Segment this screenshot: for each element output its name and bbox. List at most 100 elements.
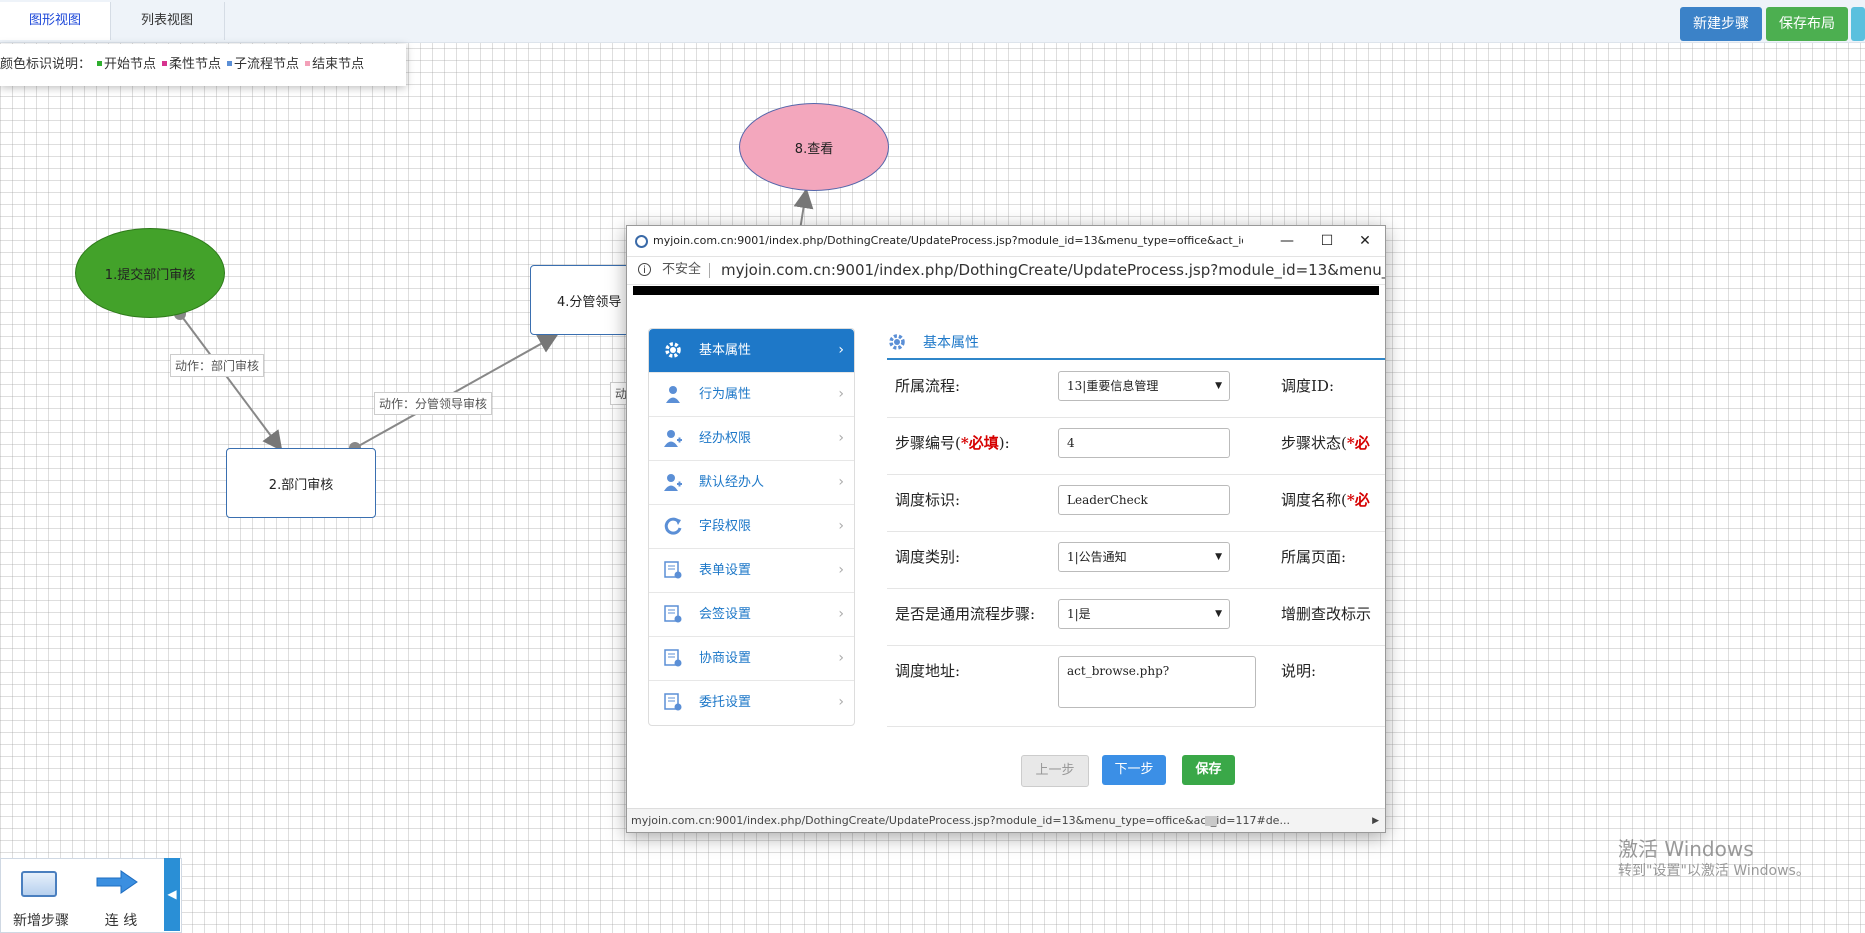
info-icon[interactable]: i [638, 263, 651, 276]
menu-item-delegate[interactable]: 委托设置› [649, 681, 854, 724]
popup-browser-window: myjoin.com.cn:9001/index.php/DothingCrea… [626, 225, 1386, 833]
dispatch-address-textarea[interactable]: act_browse.php? [1058, 656, 1256, 708]
connect-label: 连 线 [104, 913, 138, 929]
form-row: 步骤编号(*必填): 4 步骤状态(*必 [887, 418, 1385, 475]
dropdown-arrow-icon: ▼ [1215, 609, 1222, 619]
dispatch-tag-input[interactable]: LeaderCheck [1058, 485, 1230, 515]
menu-item-basic[interactable]: 基本属性› [649, 329, 854, 373]
new-step-button[interactable]: 新建步骤 [1680, 7, 1762, 41]
menu-label: 行为属性 [699, 387, 752, 402]
chevron-right-icon: › [838, 386, 844, 402]
chevron-right-icon: › [838, 342, 844, 358]
dispatch-type-label: 调度类别: [895, 548, 961, 566]
connect-tool[interactable]: 连 线 [81, 859, 161, 932]
edge-to-8[interactable] [793, 188, 814, 231]
window-titlebar: myjoin.com.cn:9001/index.php/DothingCrea… [627, 226, 1385, 257]
legend-prefix: 颜色标识说明： [0, 57, 92, 72]
form-row: 调度标识: LeaderCheck 调度名称(*必 [887, 475, 1385, 532]
step-status-label: 步骤状态(*必 [1281, 432, 1370, 453]
menu-item-countersign[interactable]: 会签设置› [649, 593, 854, 637]
flow-select[interactable]: 13|重要信息管理 ▼ [1058, 371, 1230, 401]
input-value: LeaderCheck [1067, 493, 1148, 507]
form-settings-icon [663, 648, 683, 668]
select-value: 1|是 [1067, 607, 1091, 621]
form-settings-icon [663, 604, 683, 624]
toolbox-collapse-toggle[interactable]: ◀ [164, 858, 180, 931]
close-icon[interactable]: ✕ [1359, 233, 1371, 249]
watermark-subtitle: 转到"设置"以激活 Windows。 [1618, 863, 1810, 879]
select-value: 1|公告通知 [1067, 550, 1127, 564]
menu-item-form-settings[interactable]: 表单设置› [649, 549, 854, 593]
color-legend: 颜色标识说明：开始节点柔性节点子流程节点结束节点 [0, 44, 406, 86]
label-text: 步骤编号( [895, 434, 961, 452]
legend-start: 开始节点 [104, 57, 157, 72]
menu-item-handle-permission[interactable]: 经办权限› [649, 417, 854, 461]
add-step-tool[interactable]: 新增步骤 [1, 859, 81, 932]
dropdown-arrow-icon: ▼ [1215, 381, 1222, 391]
menu-item-field-permission[interactable]: 字段权限› [649, 505, 854, 549]
scroll-right-icon[interactable]: ▶ [1372, 816, 1379, 826]
address-bar[interactable]: i 不安全 myjoin.com.cn:9001/index.php/Dothi… [627, 256, 1385, 285]
tab-graph-view[interactable]: 图形视图 [0, 2, 111, 40]
menu-label: 协商设置 [699, 651, 752, 666]
common-step-select[interactable]: 1|是 ▼ [1058, 599, 1230, 629]
required-mark: *必填 [960, 434, 999, 452]
maximize-icon[interactable]: ☐ [1320, 233, 1334, 249]
flow-label: 所属流程: [895, 377, 961, 395]
common-step-label: 是否是通用流程步骤: [895, 605, 1036, 623]
dispatch-address-label: 调度地址: [895, 662, 961, 680]
menu-item-behavior[interactable]: 行为属性 › [649, 373, 854, 417]
step-number-label: 步骤编号(*必填): [895, 432, 1010, 453]
arrow-icon [96, 870, 138, 894]
address-url[interactable]: myjoin.com.cn:9001/index.php/DothingCrea… [721, 261, 1385, 279]
section-header: 基本属性 [887, 328, 1385, 360]
section-title: 基本属性 [923, 335, 979, 351]
form-settings-icon [663, 560, 683, 580]
chevron-right-icon: › [838, 562, 844, 578]
select-value: 13|重要信息管理 [1067, 379, 1159, 393]
form-settings-icon [663, 692, 683, 712]
page-top-bar [633, 286, 1379, 295]
dispatch-type-select[interactable]: 1|公告通知▼ [1058, 542, 1230, 572]
crud-flag-label: 增删查改标示 [1281, 605, 1372, 623]
watermark-title: 激活 Windows [1618, 837, 1754, 861]
form-row: 调度地址: act_browse.php? 说明: [887, 646, 1385, 727]
legend-flexible: 柔性节点 [169, 57, 222, 72]
page-label: 所属页面: [1281, 548, 1347, 566]
required-mark: *必 [1346, 491, 1370, 509]
window-title: myjoin.com.cn:9001/index.php/DothingCrea… [653, 234, 1243, 247]
menu-item-negotiation[interactable]: 协商设置› [649, 637, 854, 681]
chevron-right-icon: › [838, 606, 844, 622]
edge-1-to-2[interactable] [179, 313, 283, 452]
node-label: 8.查看 [794, 141, 834, 157]
textarea-value: act_browse.php? [1067, 664, 1170, 678]
next-step-button[interactable]: 下一步 [1102, 755, 1166, 785]
save-button[interactable]: 保存 [1182, 755, 1235, 785]
node-end-view[interactable]: 8.查看 [739, 103, 889, 191]
node-leader-review[interactable]: 4.分管领导 [530, 265, 640, 335]
node-label: 4.分管领导 [557, 294, 622, 310]
legend-swatch-end [305, 61, 311, 66]
menu-label: 委托设置 [699, 695, 752, 710]
legend-subflow: 子流程节点 [234, 57, 300, 72]
menu-item-default-handler[interactable]: 默认经办人› [649, 461, 854, 505]
step-number-input[interactable]: 4 [1058, 428, 1230, 458]
scrollbar-thumb[interactable] [1205, 816, 1217, 826]
edge-label-dept: 动作：部门审核 [170, 354, 265, 377]
form-row: 是否是通用流程步骤: 1|是 ▼ 增删查改标示 [887, 589, 1385, 646]
extra-button[interactable] [1851, 7, 1865, 41]
save-layout-button[interactable]: 保存布局 [1766, 7, 1848, 41]
tab-list-view[interactable]: 列表视图 [110, 2, 225, 40]
status-url: myjoin.com.cn:9001/index.php/DothingCrea… [631, 814, 1290, 827]
minimize-icon[interactable]: — [1280, 233, 1294, 249]
legend-swatch-subflow [227, 61, 233, 66]
chevron-right-icon: › [838, 430, 844, 446]
node-start-submit[interactable]: 1.提交部门审核 [75, 228, 225, 318]
add-step-label: 新增步骤 [13, 913, 69, 929]
prev-step-button[interactable]: 上一步 [1021, 755, 1089, 787]
node-dept-review[interactable]: 2.部门审核 [226, 448, 376, 518]
not-secure-label: 不安全 [662, 262, 702, 277]
menu-label: 默认经办人 [699, 475, 765, 490]
dispatch-name-label: 调度名称(*必 [1281, 489, 1370, 510]
refresh-icon [663, 516, 683, 536]
